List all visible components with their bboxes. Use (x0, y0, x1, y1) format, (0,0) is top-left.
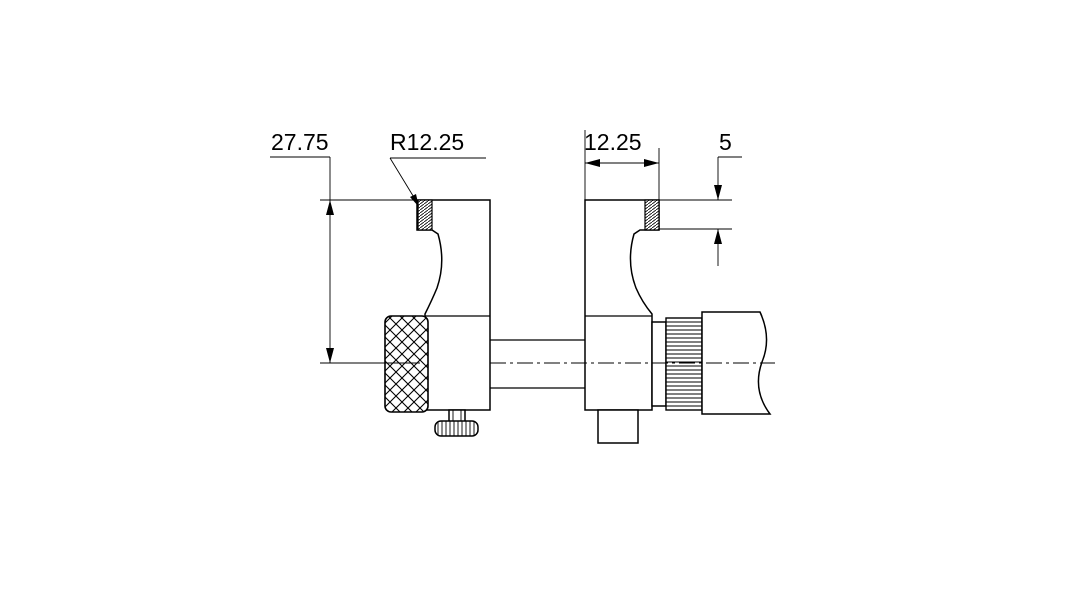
left-jaw-body (416, 199, 491, 411)
width-value: 12.25 (584, 129, 642, 155)
tip-value: 5 (719, 129, 732, 155)
right-jaw-body (584, 199, 660, 411)
dimension-tip: 5 (659, 129, 742, 266)
right-jaw (584, 199, 660, 411)
height-value: 27.75 (271, 129, 329, 155)
left-knurled-knob (384, 315, 429, 413)
locking-screw (434, 409, 479, 437)
right-jaw-tip-knurl (644, 199, 660, 231)
left-jaw-tip-knurl (417, 199, 433, 231)
radius-value: R12.25 (390, 129, 464, 155)
spindle-stem (597, 409, 639, 444)
connecting-rod (490, 339, 585, 389)
dimension-width: 12.25 (584, 129, 660, 200)
left-jaw (416, 199, 491, 411)
thimble-scale (665, 317, 703, 411)
dimension-radius: R12.25 (389, 129, 486, 207)
dimension-height: 27.75 (270, 129, 420, 364)
